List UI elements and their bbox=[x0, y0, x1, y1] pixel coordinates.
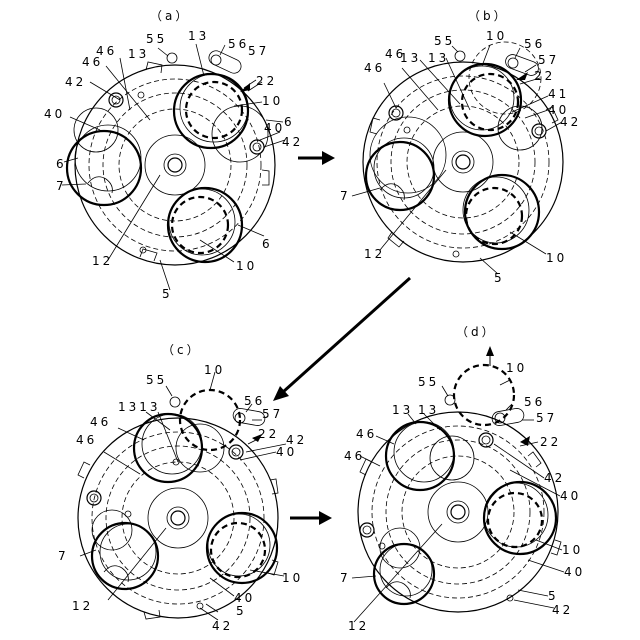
panel-c-label-22: 22 bbox=[258, 427, 279, 441]
panel-b-label-22: 22 bbox=[534, 69, 555, 83]
panel-b-label-7: 7 bbox=[340, 189, 351, 203]
panel-a-label-6-left: 6 bbox=[56, 157, 67, 171]
panel-a-label: （a） bbox=[150, 9, 190, 23]
panel-b-label-10: 10 bbox=[546, 251, 567, 265]
panel-a-label-13: 13 bbox=[188, 29, 209, 43]
panel-d-label-22: 22 bbox=[540, 435, 561, 449]
panel-b-label-41: 41 bbox=[548, 87, 569, 101]
panel-b-label: （b） bbox=[468, 9, 509, 23]
panel-b-label-57: 57 bbox=[538, 53, 559, 67]
panel-c-label-42-bottom: 42 bbox=[212, 619, 233, 633]
panel-c-label-40-top: 40 bbox=[276, 445, 297, 459]
panel-d-label-10: 10 bbox=[562, 543, 583, 557]
panel-d-label-12: 12 bbox=[348, 619, 369, 633]
panel-c-label-56: 56 bbox=[244, 394, 265, 408]
panel-a-label-10-bottom: 10 bbox=[236, 259, 257, 273]
panel-c-label-10: 10 bbox=[282, 571, 303, 585]
arrow-b-to-c bbox=[273, 278, 410, 401]
panel-d-label-40-bottom: 40 bbox=[564, 565, 585, 579]
panel-c-label-1313: 1313 bbox=[118, 400, 161, 414]
panel-a-container-top bbox=[174, 74, 248, 148]
panel-d-container-top bbox=[386, 422, 454, 490]
panel-d-label-46: 46 bbox=[344, 449, 365, 463]
panel-c-label-46: 46 bbox=[76, 433, 97, 447]
panel-a: （a） bbox=[44, 9, 303, 301]
panel-a-label-56: 56 bbox=[228, 37, 249, 51]
panel-d-label-10-top: 10 bbox=[506, 361, 527, 375]
panel-c-disc bbox=[78, 418, 278, 618]
panel-d-label-42-bottom: 42 bbox=[552, 603, 573, 617]
panel-a-label-40-left: 40 bbox=[44, 107, 65, 121]
panel-d-label-5: 5 bbox=[548, 589, 559, 603]
arrow-c-to-d bbox=[290, 511, 332, 525]
panel-a-container-bottom bbox=[168, 188, 242, 262]
panel-a-label-7: 7 bbox=[56, 179, 67, 193]
panel-a-label-42-right: 42 bbox=[282, 135, 303, 149]
panel-d-label-7: 7 bbox=[340, 571, 351, 585]
panel-a-label-57: 57 bbox=[248, 44, 269, 58]
panel-b: （b） bbox=[340, 9, 581, 285]
panel-a-label-46: 46 bbox=[82, 55, 103, 69]
panel-c: （c） bbox=[58, 343, 307, 633]
arrow-a-to-b bbox=[298, 151, 335, 165]
panel-d-label: （d） bbox=[456, 325, 497, 339]
panel-a-label-42-left: 42 bbox=[65, 75, 86, 89]
panel-a-label-5: 5 bbox=[162, 287, 173, 301]
panel-d-label-56: 56 bbox=[524, 395, 545, 409]
panel-a-label-6-right: 6 bbox=[284, 115, 295, 129]
panel-b-hub bbox=[433, 132, 493, 192]
panel-a-label-40-right: 40 bbox=[264, 121, 285, 135]
panel-c-label-46-top: 46 bbox=[90, 415, 111, 429]
panel-b-label-5: 5 bbox=[494, 271, 505, 285]
panel-a-label-55: 55 bbox=[146, 32, 167, 46]
panel-c-label: （c） bbox=[162, 343, 202, 357]
panel-a-label-13-top: 13 bbox=[128, 47, 149, 61]
panel-c-label-12: 12 bbox=[72, 599, 93, 613]
panel-a-label-10-top: 10 bbox=[262, 94, 283, 108]
panel-b-label-55: 55 bbox=[434, 34, 455, 48]
panel-c-label-55: 55 bbox=[146, 373, 167, 387]
panel-d: （d） bbox=[340, 325, 585, 633]
panel-b-label-56: 56 bbox=[524, 37, 545, 51]
panel-d-label-13-b: 13 bbox=[418, 403, 439, 417]
panel-a-label-22: 22 bbox=[256, 74, 277, 88]
panel-b-label-10-top: 10 bbox=[486, 29, 507, 43]
panel-d-container-bottom bbox=[374, 544, 434, 604]
panel-c-label-5: 5 bbox=[236, 604, 247, 618]
panel-d-label-57: 57 bbox=[536, 411, 557, 425]
panel-d-label-42: 42 bbox=[544, 471, 565, 485]
panel-b-label-13-a: 13 bbox=[400, 51, 421, 65]
panel-d-label-40-top: 40 bbox=[560, 489, 581, 503]
panel-b-label-13-b: 13 bbox=[428, 51, 449, 65]
panel-c-label-40-bottom: 40 bbox=[234, 591, 255, 605]
panel-c-container-top bbox=[134, 414, 202, 482]
panel-b-label-42: 42 bbox=[560, 115, 581, 129]
panel-d-label-55: 55 bbox=[418, 375, 439, 389]
panel-d-hub bbox=[428, 482, 488, 542]
panel-b-label-12: 12 bbox=[364, 247, 385, 261]
panel-c-label-10-top: 10 bbox=[204, 363, 225, 377]
panel-c-label-7: 7 bbox=[58, 549, 69, 563]
panel-d-label-46-top: 46 bbox=[356, 427, 377, 441]
panel-a-label-12: 12 bbox=[92, 254, 113, 268]
panel-a-label-6-bottom: 6 bbox=[262, 237, 273, 251]
panel-b-label-46: 46 bbox=[364, 61, 385, 75]
panel-d-label-13-a: 13 bbox=[392, 403, 413, 417]
panel-c-label-57: 57 bbox=[262, 407, 283, 421]
